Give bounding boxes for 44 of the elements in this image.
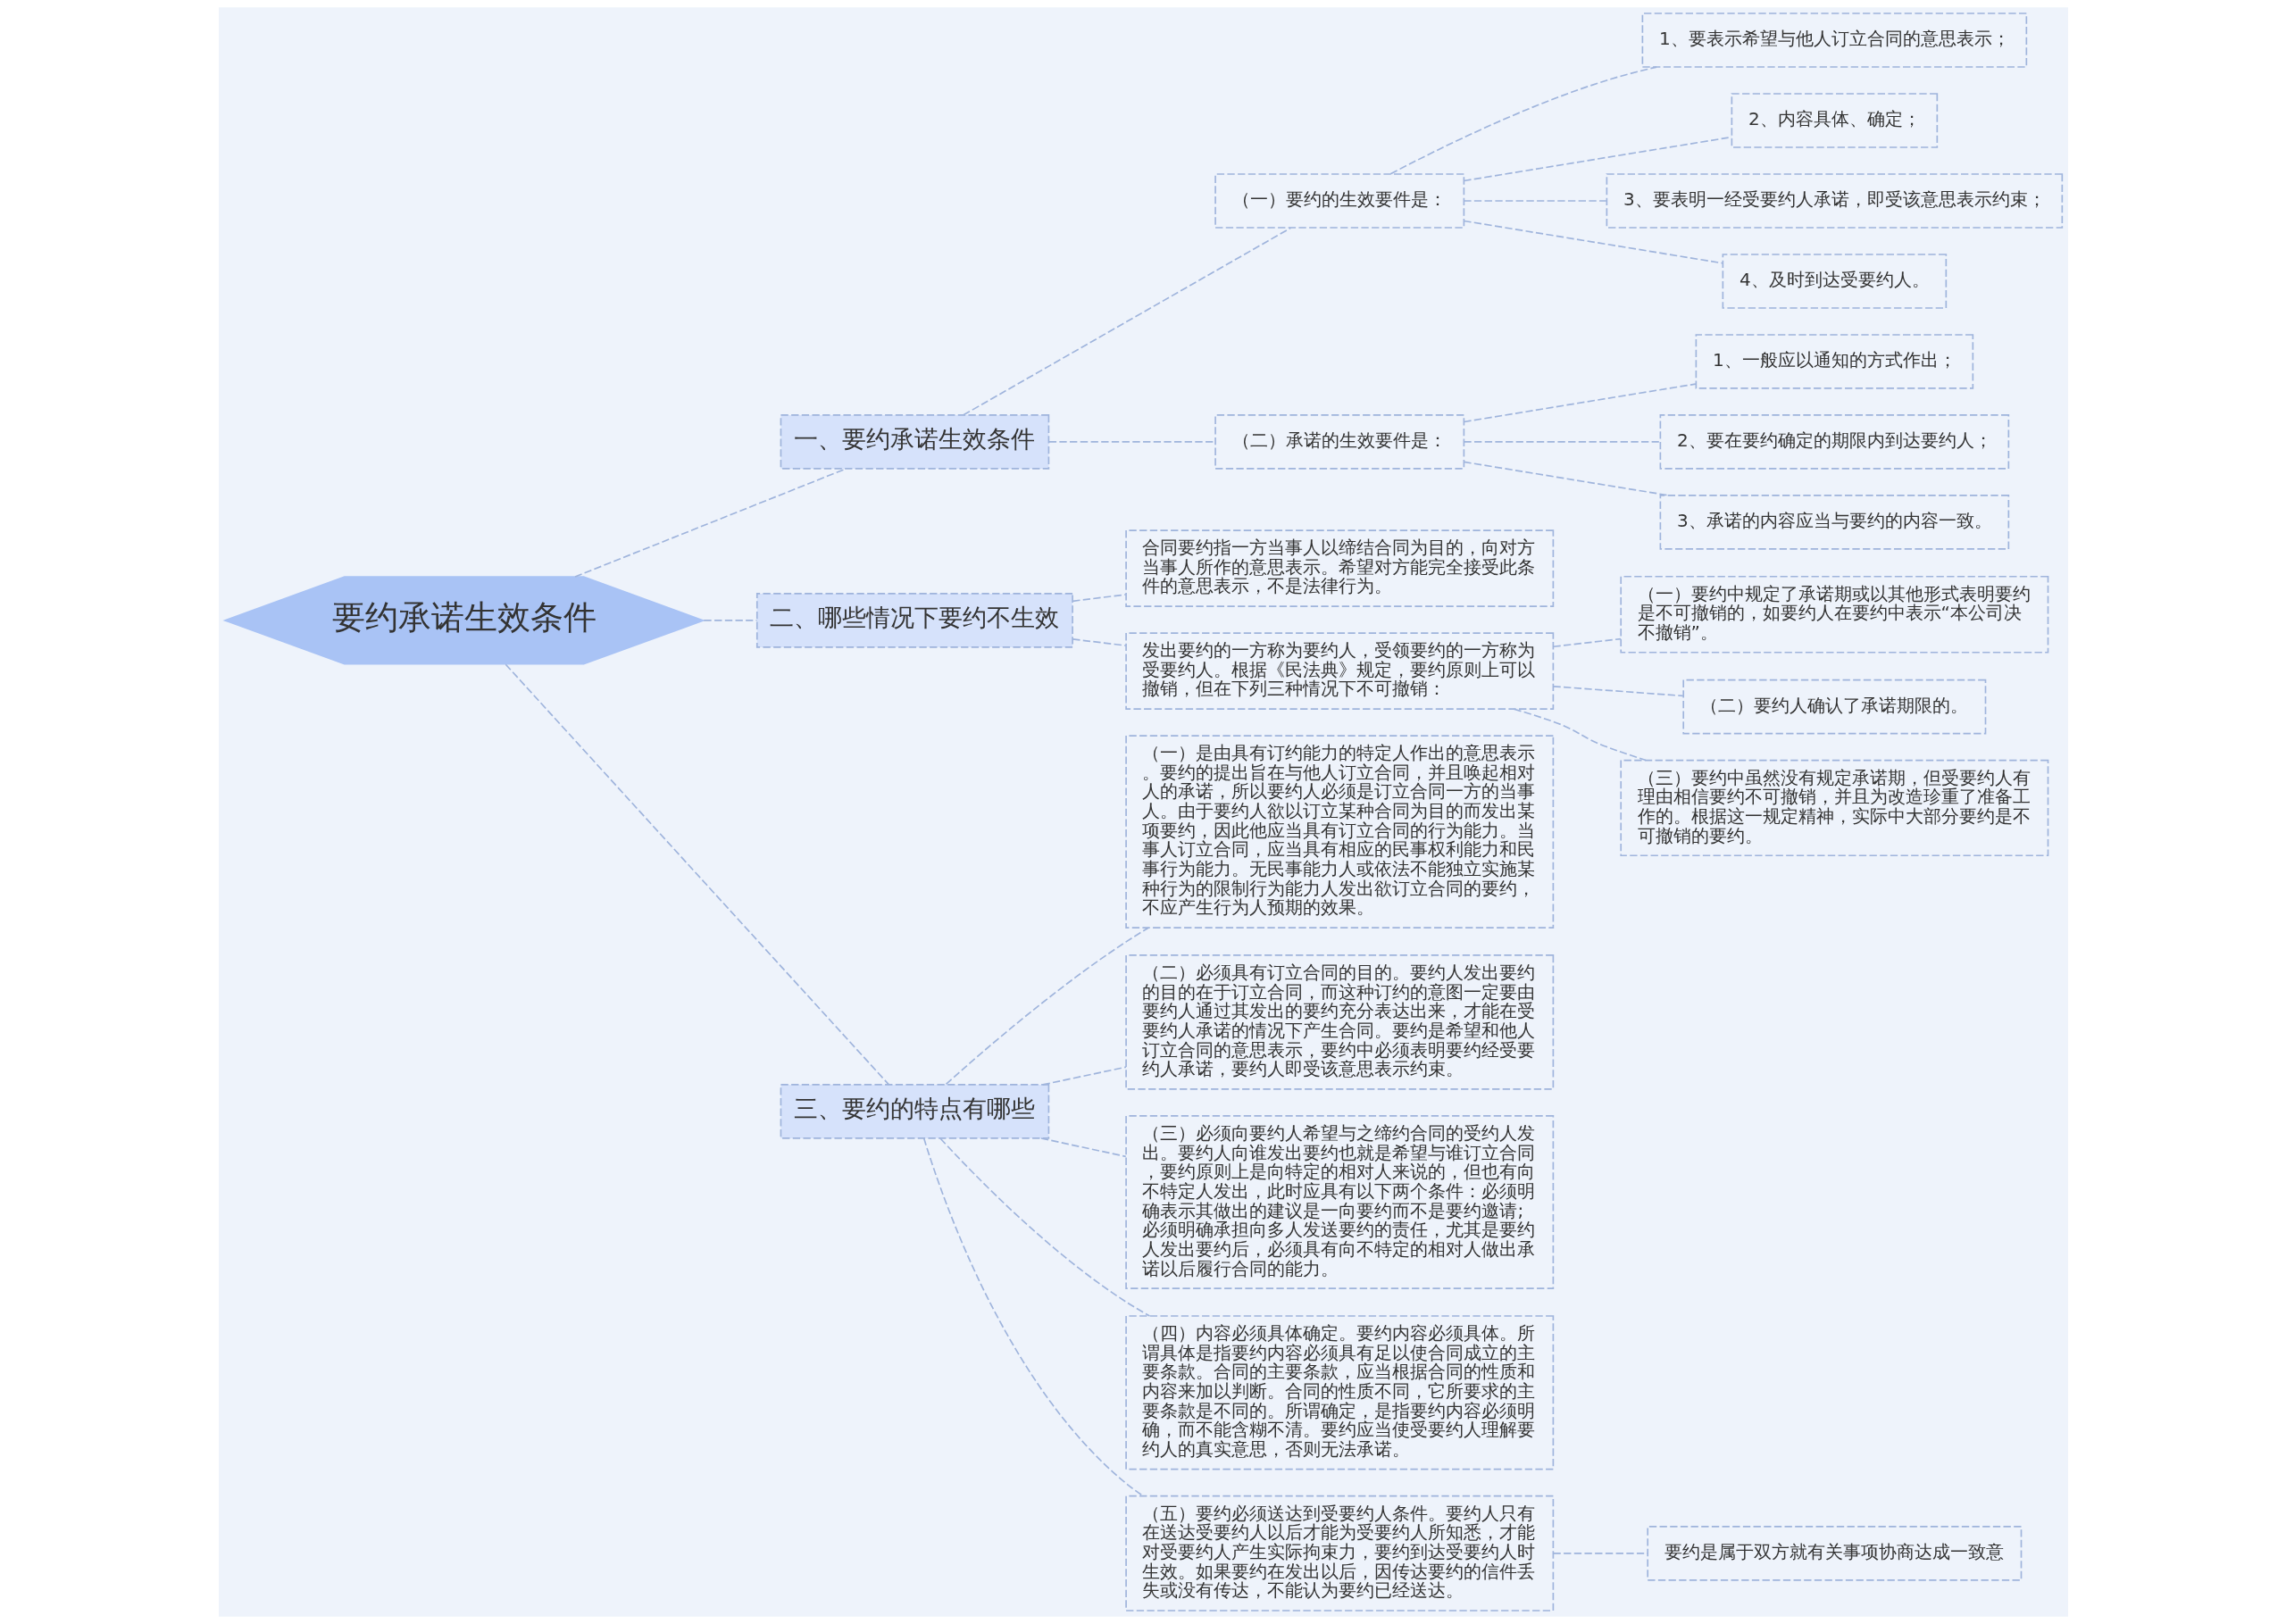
node-box: 1、要表示希望与他人订立合同的意思表示；: [1641, 12, 2027, 68]
connector: [1463, 383, 1697, 423]
connector: [1552, 637, 1622, 648]
connector: [1463, 200, 1607, 202]
connector: [1389, 66, 1657, 175]
node-box: 合同要约指一方当事人以缔结合同为目的，向对方当事人所作的意思表示。希望对方能完全接受此条件的意思表示，不是法律行为。: [1124, 529, 1554, 607]
connector: [939, 1137, 1150, 1317]
node-box: （四）内容必须具体确定。要约内容必须具体。所谓具体是指要约内容必须具有足以使合同成立的主要条款。合同的主要条款，应当根据合同的性质和内容来加以判断。合同的性质不同，它所要求的主要条款是不同的。所谓确定，是指要约内容必须明确，而不能含糊不清。要约应当使受要约人理解要约人的真实意思，否则无法承诺。: [1124, 1315, 1554, 1470]
connector: [1513, 708, 1647, 762]
connector: [945, 927, 1148, 1086]
connector: [505, 663, 889, 1086]
node-box: 3、要表明一经受要约人承诺，即受该意思表示约束；: [1606, 173, 2063, 229]
node-box: 二、哪些情况下要约不生效: [755, 593, 1073, 648]
node-box: （五）要约必须送达到受要约人条件。要约人只有在送达受要约人以后才能为受要约人所知悉，才能对受要约人产生实际拘束力，要约到达受要约人时生效。如果要约在发出以后，因传达要约的信件丢失或没有传达，不能认为要约已经送达。: [1124, 1495, 1554, 1612]
connector: [1072, 594, 1127, 603]
node-box: 三、要约的特点有哪些: [780, 1084, 1049, 1139]
node-box: 4、及时到达受要约人。: [1722, 254, 1947, 309]
node-box: （二）要约人确认了承诺期限的。: [1681, 679, 1986, 735]
node-box: 2、内容具体、确定；: [1731, 93, 1938, 148]
connector: [1463, 441, 1661, 443]
connector: [922, 1137, 1144, 1497]
connector: [1463, 461, 1669, 496]
connector: [1072, 638, 1127, 646]
connector: [573, 468, 847, 578]
connector: [962, 227, 1291, 416]
node-box: （一）要约的生效要件是：: [1214, 173, 1464, 229]
connector: [702, 620, 757, 621]
node-box: 3、承诺的内容应当与要约的内容一致。: [1659, 495, 2009, 550]
connector: [1463, 220, 1723, 264]
node-box: （三）必须向要约人希望与之缔约合同的受约人发出。要约人向谁发出要约也就是希望与谁订立合同，要约原则上是向特定的相对人来说的，但也有向不特定人发出，此时应具有以下两个条件：必须明确表示其做出的建议是一向要约而不是要约邀请;必须明确承担向多人发送要约的责任，尤其是要约人发出要约后，必须具有向不特定的相对人做出承诺以后履行合同的能力。: [1124, 1115, 1554, 1290]
node-box: （二）承诺的生效要件是：: [1214, 414, 1464, 470]
node-box: 要约是属于双方就有关事项协商达成一致意: [1646, 1526, 2022, 1581]
connector: [1552, 1553, 1648, 1554]
connector: [1039, 1137, 1127, 1158]
node-box: 一、要约承诺生效条件: [780, 414, 1049, 470]
node-box: 2、要在要约确定的期限内到达要约人；: [1659, 414, 2009, 470]
node-box: （一）要约中规定了承诺期或以其他形式表明要约是不可撤销的，如要约人在要约中表示“本公司决不撤销”。: [1619, 575, 2048, 654]
node-box: （三）要约中虽然没有规定承诺期，但受要约人有理由相信要约不可撤销，并且为改造珍重了准备工作的。根据这一规定精神，实际中大部分要约是不可撤销的要约。: [1619, 759, 2048, 857]
node-box: （二）必须具有订立合同的目的。要约人发出要约的目的在于订立合同，而这种订约的意图一定要由要约人通过其发出的要约充分表达出来，才能在受要约人承诺的情况下产生合同。要约是希望和他人订立合同的意思表示，要约中必须表明要约经受要约人承诺，要约人即受该意思表示约束。: [1124, 954, 1554, 1090]
node-box: （一）是由具有订约能力的特定人作出的意思表示。要约的提出旨在与他人订立合同，并且唤起相对人的承诺，所以要约人必须是订立合同一方的当事人。由于要约人欲以订立某种合同为目的而发出某项要约，因此他应当具有订立合同的行为能力。当事人订立合同，应当具有相应的民事权利能力和民事行为能力。无民事能力人或依法不能独立实施某种行为的限制行为能力人发出欲订立合同的要约，不应产生行为人预期的效果。: [1124, 735, 1554, 929]
connector: [1552, 686, 1684, 697]
node-box: 1、一般应以通知的方式作出；: [1695, 334, 1973, 389]
connector: [1041, 1066, 1127, 1086]
node-box: 发出要约的一方称为要约人，受领要约的一方称为受要约人。根据《民法典》规定，要约原则上可以撤销，但在下列三种情况下不可撤销：: [1124, 632, 1554, 710]
